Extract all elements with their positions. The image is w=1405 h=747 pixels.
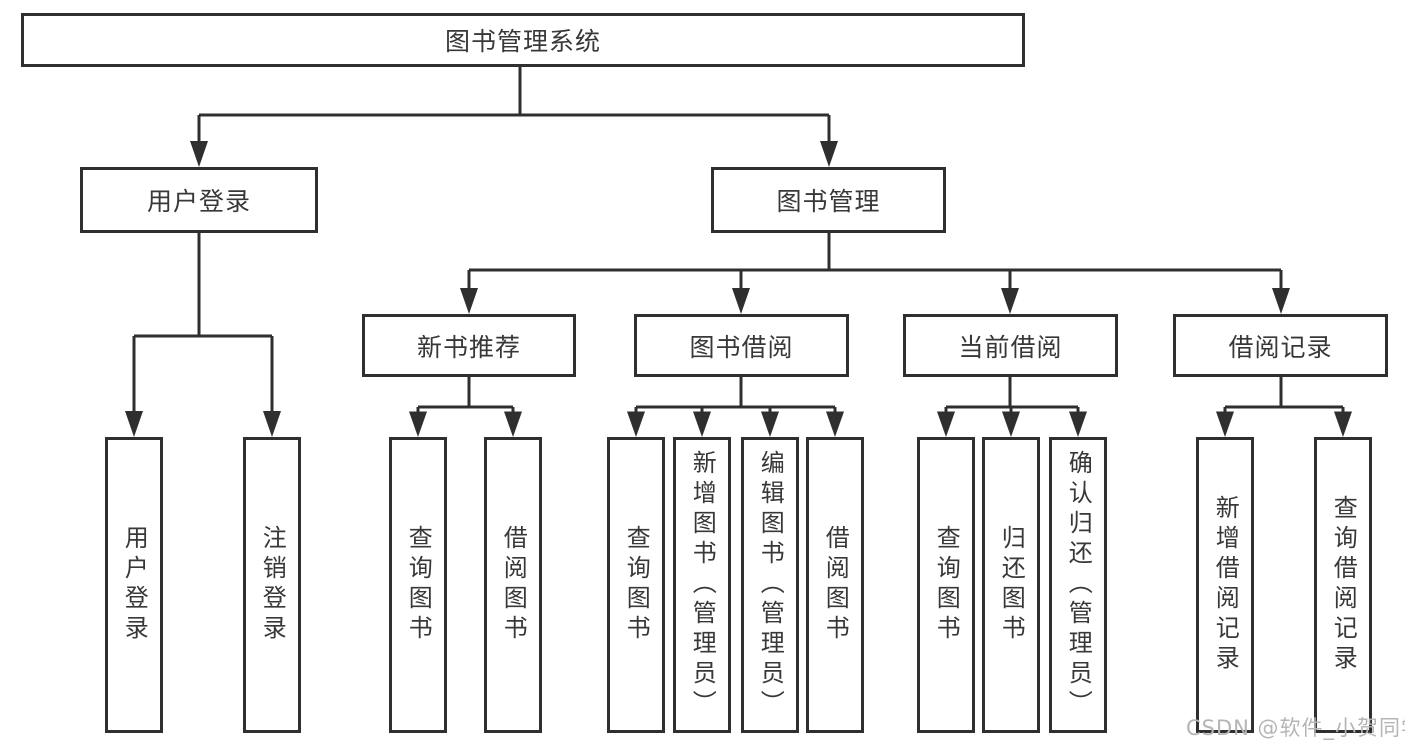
- node-borrowing-records: 借阅记录: [1173, 314, 1388, 377]
- node-current-borrowing: 当前借阅: [903, 314, 1118, 377]
- node-leaf-query-books-borrow: 查询图书: [607, 437, 665, 733]
- node-leaf-borrow-books-recommend: 借阅图书: [484, 437, 542, 733]
- node-leaf-logout: 注销登录: [243, 437, 301, 733]
- node-leaf-edit-books-admin: 编辑图书（管理员）: [741, 437, 799, 733]
- node-leaf-query-books-current: 查询图书: [917, 437, 975, 733]
- node-leaf-borrow-books: 借阅图书: [806, 437, 864, 733]
- node-leaf-return-books: 归还图书: [982, 437, 1040, 733]
- node-leaf-confirm-return-admin: 确认归还（管理员）: [1049, 437, 1107, 733]
- node-leaf-user-login: 用户登录: [105, 437, 163, 733]
- node-leaf-query-borrow-record: 查询借阅记录: [1314, 437, 1372, 733]
- node-library-management-system: 图书管理系统: [21, 13, 1025, 67]
- node-new-book-recommendation: 新书推荐: [362, 314, 576, 377]
- node-leaf-add-books-admin: 新增图书（管理员）: [673, 437, 731, 733]
- node-book-borrowing: 图书借阅: [634, 314, 849, 377]
- node-user-login: 用户登录: [80, 167, 318, 233]
- node-leaf-query-books-recommend: 查询图书: [389, 437, 447, 733]
- csdn-watermark: CSDN @软件_小贺同学: [1186, 716, 1405, 740]
- node-leaf-add-borrow-record: 新增借阅记录: [1196, 437, 1254, 733]
- node-book-management: 图书管理: [711, 167, 946, 233]
